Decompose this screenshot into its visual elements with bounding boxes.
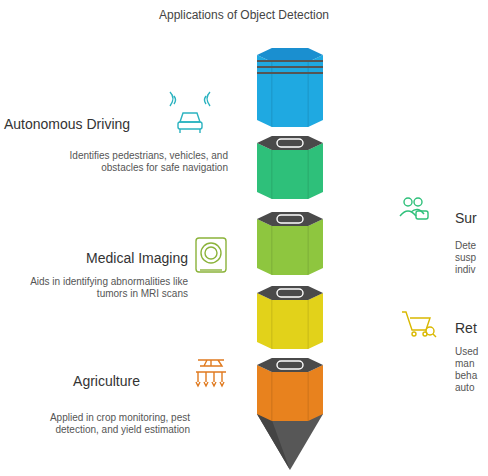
- application-heading: Agriculture: [73, 373, 140, 389]
- slot: [277, 361, 303, 369]
- tractor-icon: [196, 360, 226, 386]
- prism-edge: [308, 62, 309, 127]
- prism-side: [257, 143, 323, 199]
- diagram-title: Applications of Object Detection: [0, 8, 488, 22]
- prism-edge: [271, 150, 272, 199]
- prism-side: [257, 55, 323, 127]
- application-description: Applied in crop monitoring, pest detecti…: [20, 412, 190, 436]
- prism-top: [257, 136, 323, 150]
- prism-top: [257, 212, 323, 226]
- application-heading: Autonomous Driving: [4, 116, 130, 132]
- slot: [277, 215, 303, 223]
- application-description: Used man beha auto: [455, 346, 485, 394]
- application-description: Aids in identifying abnormalities like t…: [18, 276, 188, 300]
- prism-edge: [308, 150, 309, 199]
- application-heading: Ret: [455, 320, 477, 336]
- application-heading: Medical Imaging: [86, 250, 188, 266]
- prism-edge: [308, 300, 309, 349]
- prism-top: [257, 286, 323, 300]
- application-heading: Sur: [455, 210, 477, 226]
- prism-top: [257, 358, 323, 372]
- layer-line: [257, 60, 323, 62]
- cone-shade: [257, 414, 290, 470]
- people-icon: [400, 198, 428, 219]
- prism-side: [257, 293, 323, 349]
- prism-top: [257, 48, 323, 62]
- slot: [277, 289, 303, 297]
- car-icon: [170, 92, 210, 133]
- prism-edge: [271, 300, 272, 349]
- prism-edge: [308, 226, 309, 275]
- cone-tip: [257, 414, 323, 470]
- slot: [277, 139, 303, 147]
- prism-edge: [271, 372, 272, 421]
- layer-line: [257, 72, 323, 74]
- prism-side: [257, 365, 323, 421]
- application-description: Identifies pedestrians, vehicles, and ob…: [68, 150, 228, 174]
- layer-line: [257, 66, 323, 68]
- prism-side: [257, 219, 323, 275]
- prism-edge: [271, 62, 272, 127]
- application-description: Dete susp indiv: [455, 240, 485, 276]
- cart-icon: [402, 312, 436, 337]
- mri-icon: [196, 238, 226, 272]
- prism-edge: [271, 226, 272, 275]
- prism-edge: [308, 372, 309, 421]
